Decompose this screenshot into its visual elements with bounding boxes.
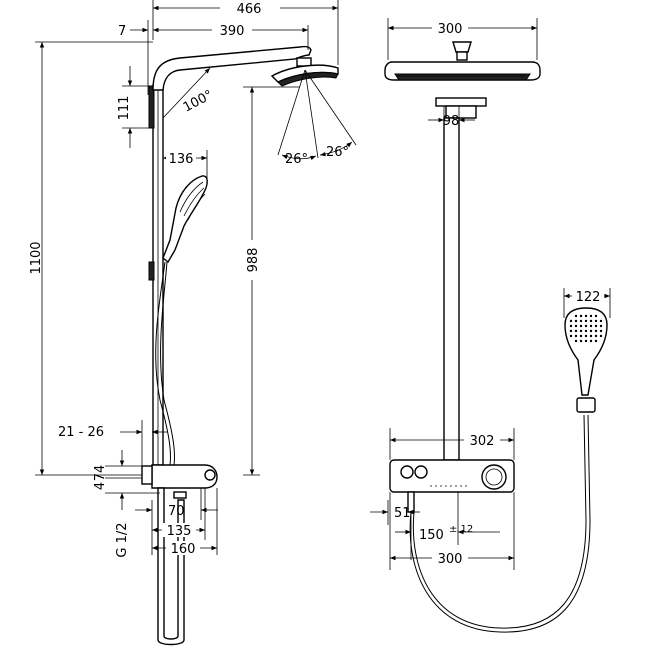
dim-4: 4 [93,482,108,490]
spray-nozzle [594,329,598,333]
spray-nozzle [589,314,593,318]
shower-arm [152,45,312,91]
dim-988: 988 [246,248,261,273]
dim-98: 98 [443,114,460,129]
dim-300-top: 300 [438,22,463,37]
dim-1100: 1100 [29,241,44,274]
spray-nozzle [579,324,583,328]
front-hose [409,414,591,633]
dim-466: 466 [237,2,262,17]
front-hand-shower [564,307,608,413]
spray-nozzle [599,329,603,333]
hand-shower-spray-face [569,314,603,343]
slide-bracket [148,261,155,281]
spray-nozzle [594,314,598,318]
spray-nozzle [574,334,578,338]
hand-shower [162,175,208,264]
spray-nozzle [589,339,593,343]
spray-nozzle [579,339,583,343]
dim-21-26: 21 - 26 [58,425,104,440]
dim-g-half: G 1/2 [115,522,130,557]
spray-nozzle [579,319,583,323]
overhead-shower [270,57,339,87]
wall-bracket-upper [148,85,155,129]
dim-122: 122 [576,290,601,305]
spray-nozzle [589,319,593,323]
spray-nozzle [579,329,583,333]
hand-shower-dimension: 122 [563,288,611,318]
spray-nozzle [599,324,603,328]
spray-nozzle [599,334,603,338]
dim-390: 390 [220,24,245,39]
dim-150: 150 [419,528,444,543]
dim-160: 160 [171,542,196,557]
dim-111: 111 [117,96,132,121]
spray-nozzle [594,319,598,323]
dim-26-deg-left: 26° [285,152,308,167]
dim-7: 7 [118,24,126,39]
spray-nozzle [584,334,588,338]
spray-nozzle [589,324,593,328]
dim-70: 70 [168,504,185,519]
spray-nozzle [574,339,578,343]
side-view [141,45,339,646]
front-riser [443,117,460,461]
thermostat-body [151,464,218,489]
spray-nozzle [574,319,578,323]
front-thermostat [389,459,515,493]
dim-300-bottom: 300 [438,552,463,567]
spray-nozzle [594,334,598,338]
dim-100-deg: 100° [181,88,216,116]
supply-pipe [157,487,185,646]
spray-nozzle [569,324,573,328]
dim-302: 302 [470,434,495,449]
spray-nozzle [584,319,588,323]
dim-26-deg-right: 26° [326,145,349,160]
dim-136: 136 [169,152,194,167]
spray-nozzle [574,329,578,333]
spray-nozzle [599,319,603,323]
dim-51: 51 [394,506,411,521]
front-overhead-shower [384,41,541,119]
spray-nozzle [584,324,588,328]
spray-nozzle [584,329,588,333]
dim-135: 135 [167,524,192,539]
spray-nozzle [574,324,578,328]
front-view [384,41,541,513]
spray-nozzle [594,339,598,343]
spray-nozzle [589,329,593,333]
spray-nozzle [584,339,588,343]
spray-nozzle [569,329,573,333]
front-dimensions: 300 98 302 51 150 ± 12 300 [370,18,538,570]
spray-nozzle [569,319,573,323]
spray-nozzle [579,314,583,318]
spray-nozzle [594,324,598,328]
hose [155,261,171,466]
dim-150-tolerance: ± 12 [449,524,473,535]
spray-nozzle [579,334,583,338]
spray-nozzle [589,334,593,338]
spray-nozzle [574,314,578,318]
dim-74: 74 [93,465,108,482]
spray-nozzle [584,314,588,318]
spray-nozzle [569,334,573,338]
